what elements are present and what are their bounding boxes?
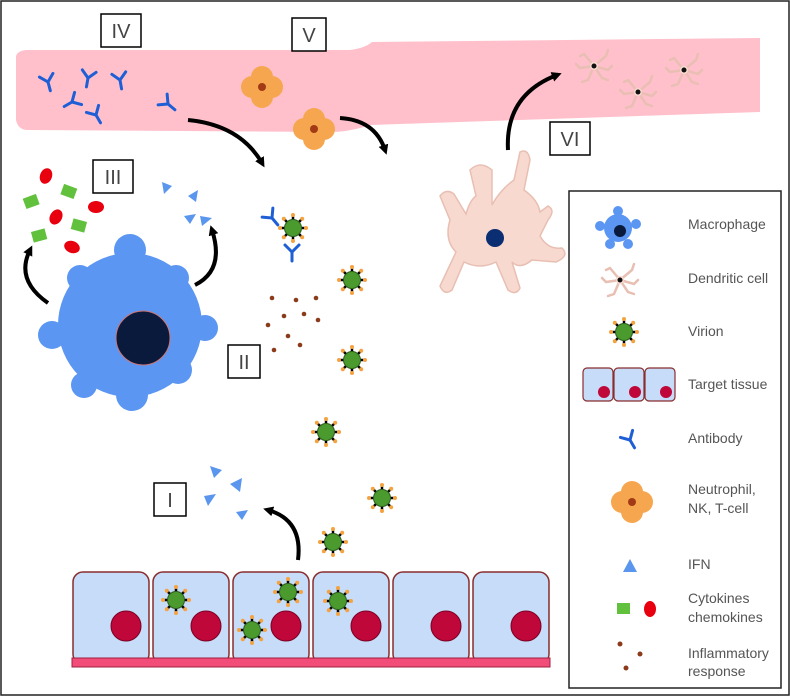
cytokines-icon: [617, 601, 656, 617]
legend-label-neutrophil-2: NK, T-cell: [688, 500, 748, 516]
legend-label-ifn: IFN: [688, 556, 711, 572]
blood-vessel: [16, 38, 760, 132]
neutralized-virion: [276, 211, 310, 245]
target-tissue-icon: [582, 367, 676, 402]
ifn-release-arrow: [194, 225, 219, 287]
ifn-icon: [623, 559, 637, 572]
free-virions: [309, 263, 399, 559]
legend-label-antibody: Antibody: [688, 430, 742, 446]
stage-label-II: II: [227, 344, 261, 379]
ifn-molecules-lower: [204, 466, 248, 520]
stage-label-I: I: [153, 482, 187, 517]
ifn-secretion-arrow: [263, 506, 301, 561]
ifn-molecules-upper: [162, 182, 212, 226]
dendritic-migration-arrow: [505, 72, 562, 151]
macrophage: [38, 234, 218, 411]
svg-text:I: I: [167, 490, 173, 512]
antibody-neutralization: [260, 206, 310, 263]
svg-text:II: II: [238, 352, 249, 374]
dendritic-cell: [439, 150, 566, 294]
svg-text:III: III: [105, 167, 122, 189]
stage-label-III: III: [92, 159, 134, 194]
antibody-arrow: [187, 118, 265, 168]
legend-label-target-tissue: Target tissue: [688, 376, 768, 392]
legend-label-cytokines-1: Cytokines: [688, 590, 749, 606]
legend: Macrophage Dendritic cell Virion Target …: [568, 190, 782, 689]
legend-box: [568, 190, 782, 689]
virion-icon: [607, 315, 641, 349]
legend-label-cytokines-2: chemokines: [688, 609, 763, 625]
legend-label-macrophage: Macrophage: [688, 216, 766, 232]
stage-label-VI: VI: [549, 121, 591, 156]
inflammatory-response: [265, 295, 321, 353]
legend-label-inflammatory-1: Inflammatory: [688, 645, 769, 661]
svg-text:VI: VI: [561, 129, 580, 151]
legend-label-dendritic: Dendritic cell: [688, 270, 768, 286]
cytokine-release-arrow: [23, 245, 50, 305]
svg-text:IV: IV: [112, 21, 132, 43]
basement-membrane: [71, 657, 551, 668]
macrophage-icon: [595, 206, 641, 249]
legend-label-inflammatory-2: response: [688, 663, 746, 679]
legend-label-virion: Virion: [688, 323, 724, 339]
neutrophil-arrow: [339, 116, 389, 155]
stage-label-V: V: [291, 17, 327, 52]
cytokines: [22, 168, 104, 254]
process-arrows: [23, 72, 562, 561]
svg-text:V: V: [302, 25, 316, 47]
stage-label-IV: IV: [100, 13, 142, 48]
legend-label-neutrophil-1: Neutrophil,: [688, 481, 756, 497]
inflammatory-icon: [617, 641, 643, 671]
target-tissue: [71, 571, 551, 668]
